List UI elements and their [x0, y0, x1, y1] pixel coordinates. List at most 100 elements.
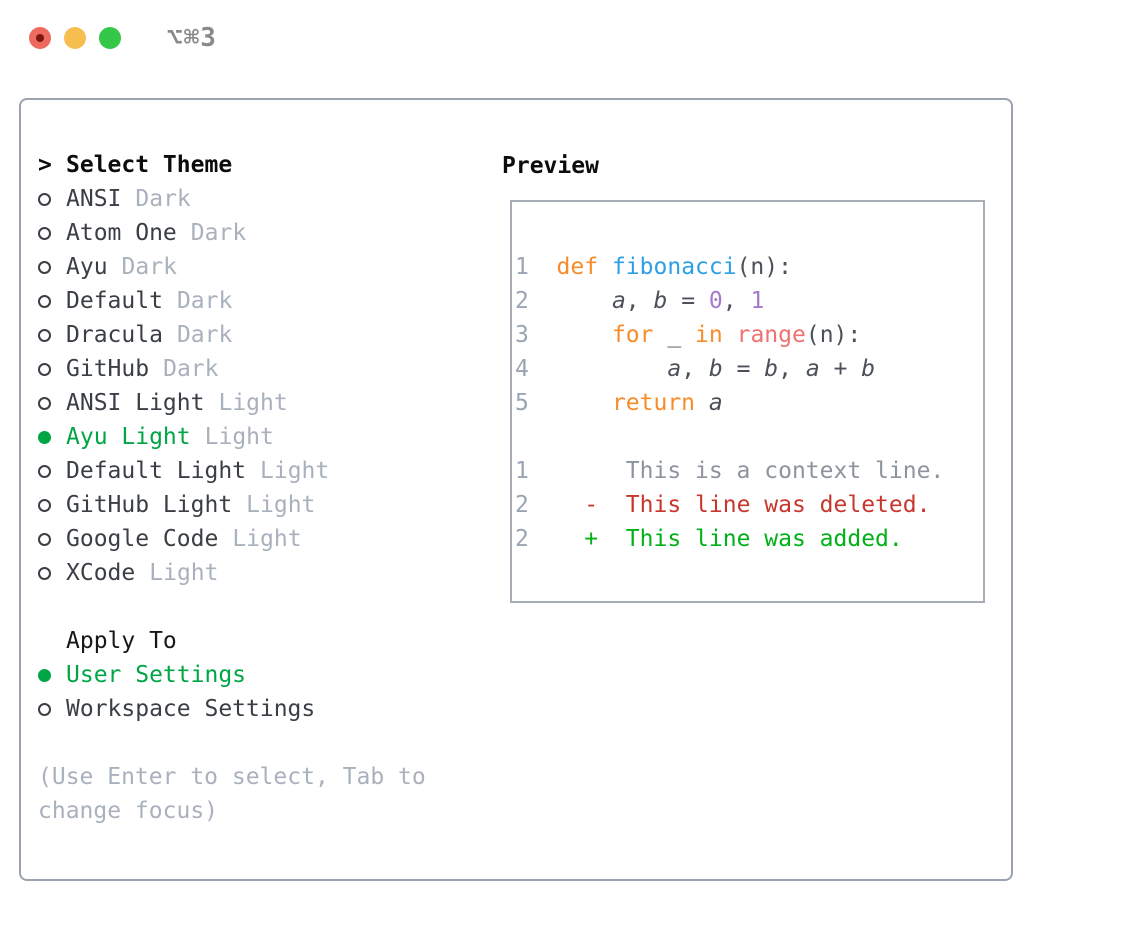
option-variant-label: Light	[260, 458, 330, 484]
code-segment-fg	[695, 390, 709, 416]
select-theme-title: Select Theme	[66, 152, 233, 178]
code-segment-fg	[557, 356, 668, 382]
code-segment-fg: ,	[681, 356, 709, 382]
radio-icon	[38, 362, 51, 376]
radio-icon	[38, 532, 51, 546]
hint-line-1: (Use Enter to select, Tab to	[38, 764, 426, 790]
radio-icon	[38, 396, 51, 410]
code-segment-ln: 4	[515, 356, 557, 382]
code-segment-fg	[557, 288, 612, 314]
option-label: Atom One	[66, 220, 177, 246]
code-blank-line	[515, 420, 983, 454]
radio-icon	[38, 464, 51, 478]
code-segment-var: b	[861, 356, 876, 382]
code-segment-ln: 5	[515, 390, 557, 416]
option-label: Workspace Settings	[66, 696, 316, 722]
minimize-button[interactable]	[64, 27, 86, 49]
option-variant-label: Light	[218, 390, 288, 416]
hint-line-2: change focus)	[38, 798, 219, 824]
radio-icon	[38, 294, 51, 308]
radio-icon	[38, 226, 51, 240]
option-variant-label: Dark	[135, 186, 191, 212]
code-segment-sp: range	[736, 322, 806, 348]
radio-selected-icon	[38, 430, 51, 444]
preview-title: Preview	[502, 153, 599, 179]
code-segment-var: b	[708, 356, 723, 382]
code-segment-ln: 1	[515, 458, 557, 484]
code-segment-fg	[557, 322, 612, 348]
code-segment-fg: _	[653, 322, 696, 348]
code-line: 5 return a	[515, 386, 983, 420]
option-label: ANSI Light	[66, 390, 205, 416]
code-segment-kw: in	[695, 322, 723, 348]
option-label: Default	[66, 288, 163, 314]
code-segment-fg	[557, 390, 612, 416]
code-segment-ln: 3	[515, 322, 557, 348]
theme-option[interactable]: Atom One Dark	[38, 216, 1011, 250]
radio-icon	[38, 702, 51, 716]
hint-text: (Use Enter to select, Tab to change focu…	[38, 760, 1011, 828]
apply-to-title: Apply To	[66, 628, 177, 654]
radio-icon	[38, 566, 51, 580]
zoom-button[interactable]	[99, 27, 121, 49]
option-variant-label: Dark	[121, 254, 177, 280]
theme-option[interactable]: ANSI Dark	[38, 182, 1011, 216]
code-line: 4 a, b = b, a + b	[515, 352, 983, 386]
theme-option[interactable]: ANSI Light Light	[38, 386, 1011, 420]
spacer	[38, 726, 1011, 760]
code-line: 1 def fibonacci(n):	[515, 250, 983, 284]
code-segment-kw: return	[611, 390, 696, 416]
code-segment-ln: 2	[515, 288, 557, 314]
unsaved-dot-icon	[36, 34, 44, 42]
code-segment-del: - This line was deleted.	[584, 492, 931, 518]
option-label: Google Code	[66, 526, 219, 552]
option-label: ANSI	[66, 186, 122, 212]
code-line: 1 This is a context line.	[515, 454, 983, 488]
radio-icon	[38, 192, 51, 206]
code-segment-var: b	[653, 288, 668, 314]
option-label: GitHub	[66, 356, 150, 382]
window-title: ⌥⌘3	[167, 23, 217, 53]
apply-to-option[interactable]: User Settings	[38, 658, 1011, 692]
option-variant-label: Dark	[190, 220, 247, 246]
code-segment-fn: fibonacci	[611, 254, 737, 280]
apply-to-header: Apply To	[38, 624, 1011, 658]
code-segment-kw: def	[556, 254, 599, 280]
radio-icon	[38, 260, 51, 274]
code-segment-fg: (n):	[805, 322, 862, 348]
code-segment-var: a	[611, 288, 626, 314]
code-segment-num: 0	[708, 288, 723, 314]
code-line: 2 - This line was deleted.	[515, 488, 983, 522]
option-label: User Settings	[66, 662, 247, 688]
code-segment-fg: =	[667, 288, 709, 314]
apply-to-option[interactable]: Workspace Settings	[38, 692, 1011, 726]
option-label: GitHub Light	[66, 492, 233, 518]
code-segment-fg	[557, 492, 585, 518]
code-segment-ln: 2	[515, 526, 557, 552]
code-segment-ln: 1	[515, 254, 557, 280]
radio-icon	[38, 498, 51, 512]
traffic-lights	[29, 27, 121, 49]
code-segment-fg: ,	[778, 356, 806, 382]
close-button[interactable]	[29, 27, 51, 49]
option-variant-label: Dark	[176, 322, 233, 348]
code-segment-ctx: This is a context line.	[556, 458, 945, 484]
code-segment-var: b	[764, 356, 779, 382]
code-segment-fg: ,	[722, 288, 751, 314]
select-theme-header: > Select Theme	[38, 148, 1011, 182]
code-segment-var: a	[708, 390, 723, 416]
